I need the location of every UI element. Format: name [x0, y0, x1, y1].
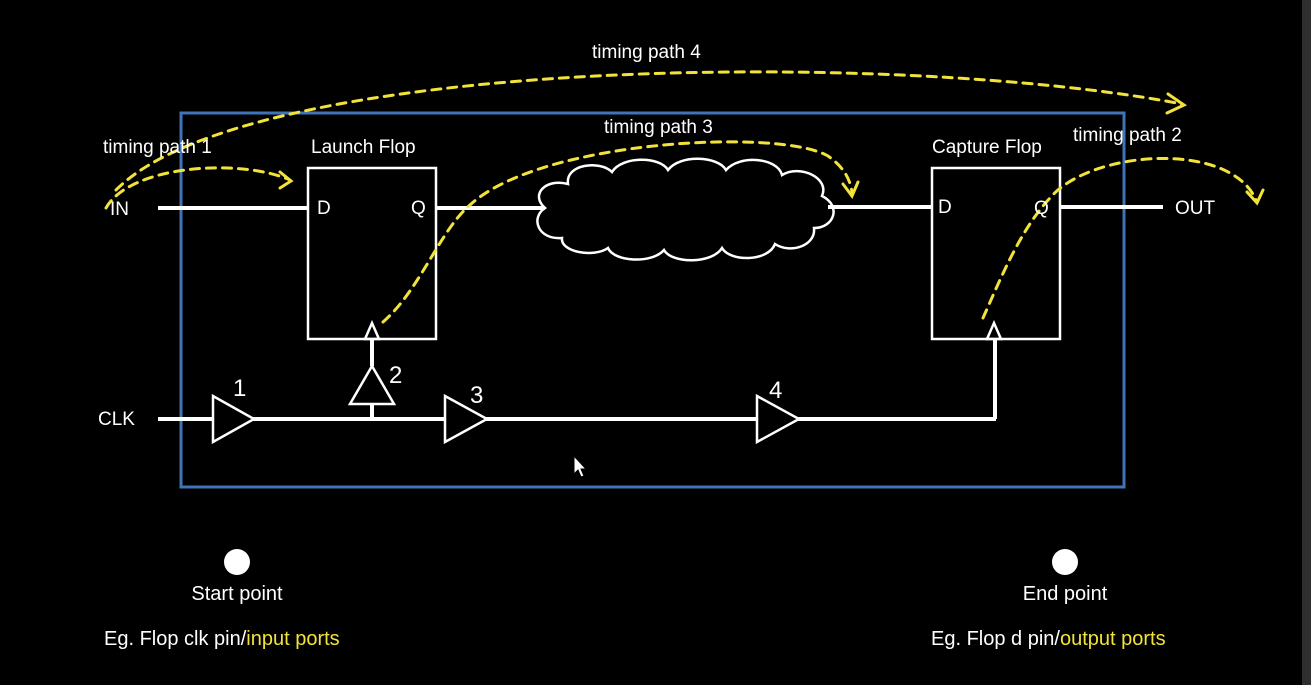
buffer-4-number: 4 [769, 377, 782, 404]
end-point-marker [1052, 549, 1078, 575]
timing-path-1-arrow [104, 166, 292, 210]
clock-buffer-4 [755, 393, 802, 445]
start-point-description-prefix: Eg. Flop clk pin/ [104, 628, 247, 650]
timing-path-1-arrowhead [278, 170, 294, 190]
end-point-title: End point [1023, 583, 1108, 605]
out-port-label: OUT [1175, 198, 1216, 219]
timing-path-2-arrow [981, 156, 1258, 320]
capture-flop-q-pin: Q [1034, 198, 1049, 219]
capture-flop-clock-pin [985, 319, 1003, 341]
clock-buffer-2 [347, 363, 397, 406]
end-point-description: Eg. Flop d pin/output ports [931, 628, 1166, 650]
timing-path-3-label: timing path 3 [604, 117, 713, 138]
launch-flop-clock-pin [363, 319, 381, 341]
buffer-3-number: 3 [470, 382, 483, 409]
timing-path-4-label: timing path 4 [592, 42, 701, 63]
buffer-2-number: 2 [389, 362, 402, 389]
end-point-description-prefix: Eg. Flop d pin/ [931, 628, 1060, 650]
clk-port-label: CLK [98, 409, 135, 430]
start-point-description-highlight: input ports [246, 628, 339, 650]
timing-path-4-arrowhead [1165, 92, 1188, 115]
timing-path-2-arrowhead [1245, 188, 1265, 206]
timing-path-3-arrowhead [841, 180, 860, 199]
timing-path-1-label: timing path 1 [103, 137, 212, 158]
clock-buffer-3 [443, 393, 490, 445]
in-port-label: IN [110, 199, 129, 220]
window-edge-strip [1302, 0, 1311, 685]
timing-path-4-arrow [114, 70, 1184, 192]
launch-flop [306, 166, 438, 341]
mouse-cursor-icon [573, 454, 588, 478]
clock-buffer-1 [211, 393, 257, 445]
timing-path-2-label: timing path 2 [1073, 125, 1182, 146]
buffer-1-number: 1 [233, 375, 246, 402]
capture-flop-d-pin: D [938, 197, 952, 218]
end-point-description-highlight: output ports [1060, 628, 1166, 650]
timing-path-3-arrow [381, 140, 854, 324]
start-point-description: Eg. Flop clk pin/input ports [104, 628, 340, 650]
capture-flop-title: Capture Flop [932, 137, 1042, 158]
launch-flop-q-pin: Q [411, 198, 426, 219]
launch-flop-d-pin: D [317, 198, 331, 219]
start-point-marker [224, 549, 250, 575]
launch-flop-title: Launch Flop [311, 137, 416, 158]
capture-flop [930, 166, 1062, 341]
combinational-logic-cloud [536, 157, 835, 262]
design-boundary-box [179, 111, 1126, 489]
start-point-title: Start point [191, 583, 283, 605]
